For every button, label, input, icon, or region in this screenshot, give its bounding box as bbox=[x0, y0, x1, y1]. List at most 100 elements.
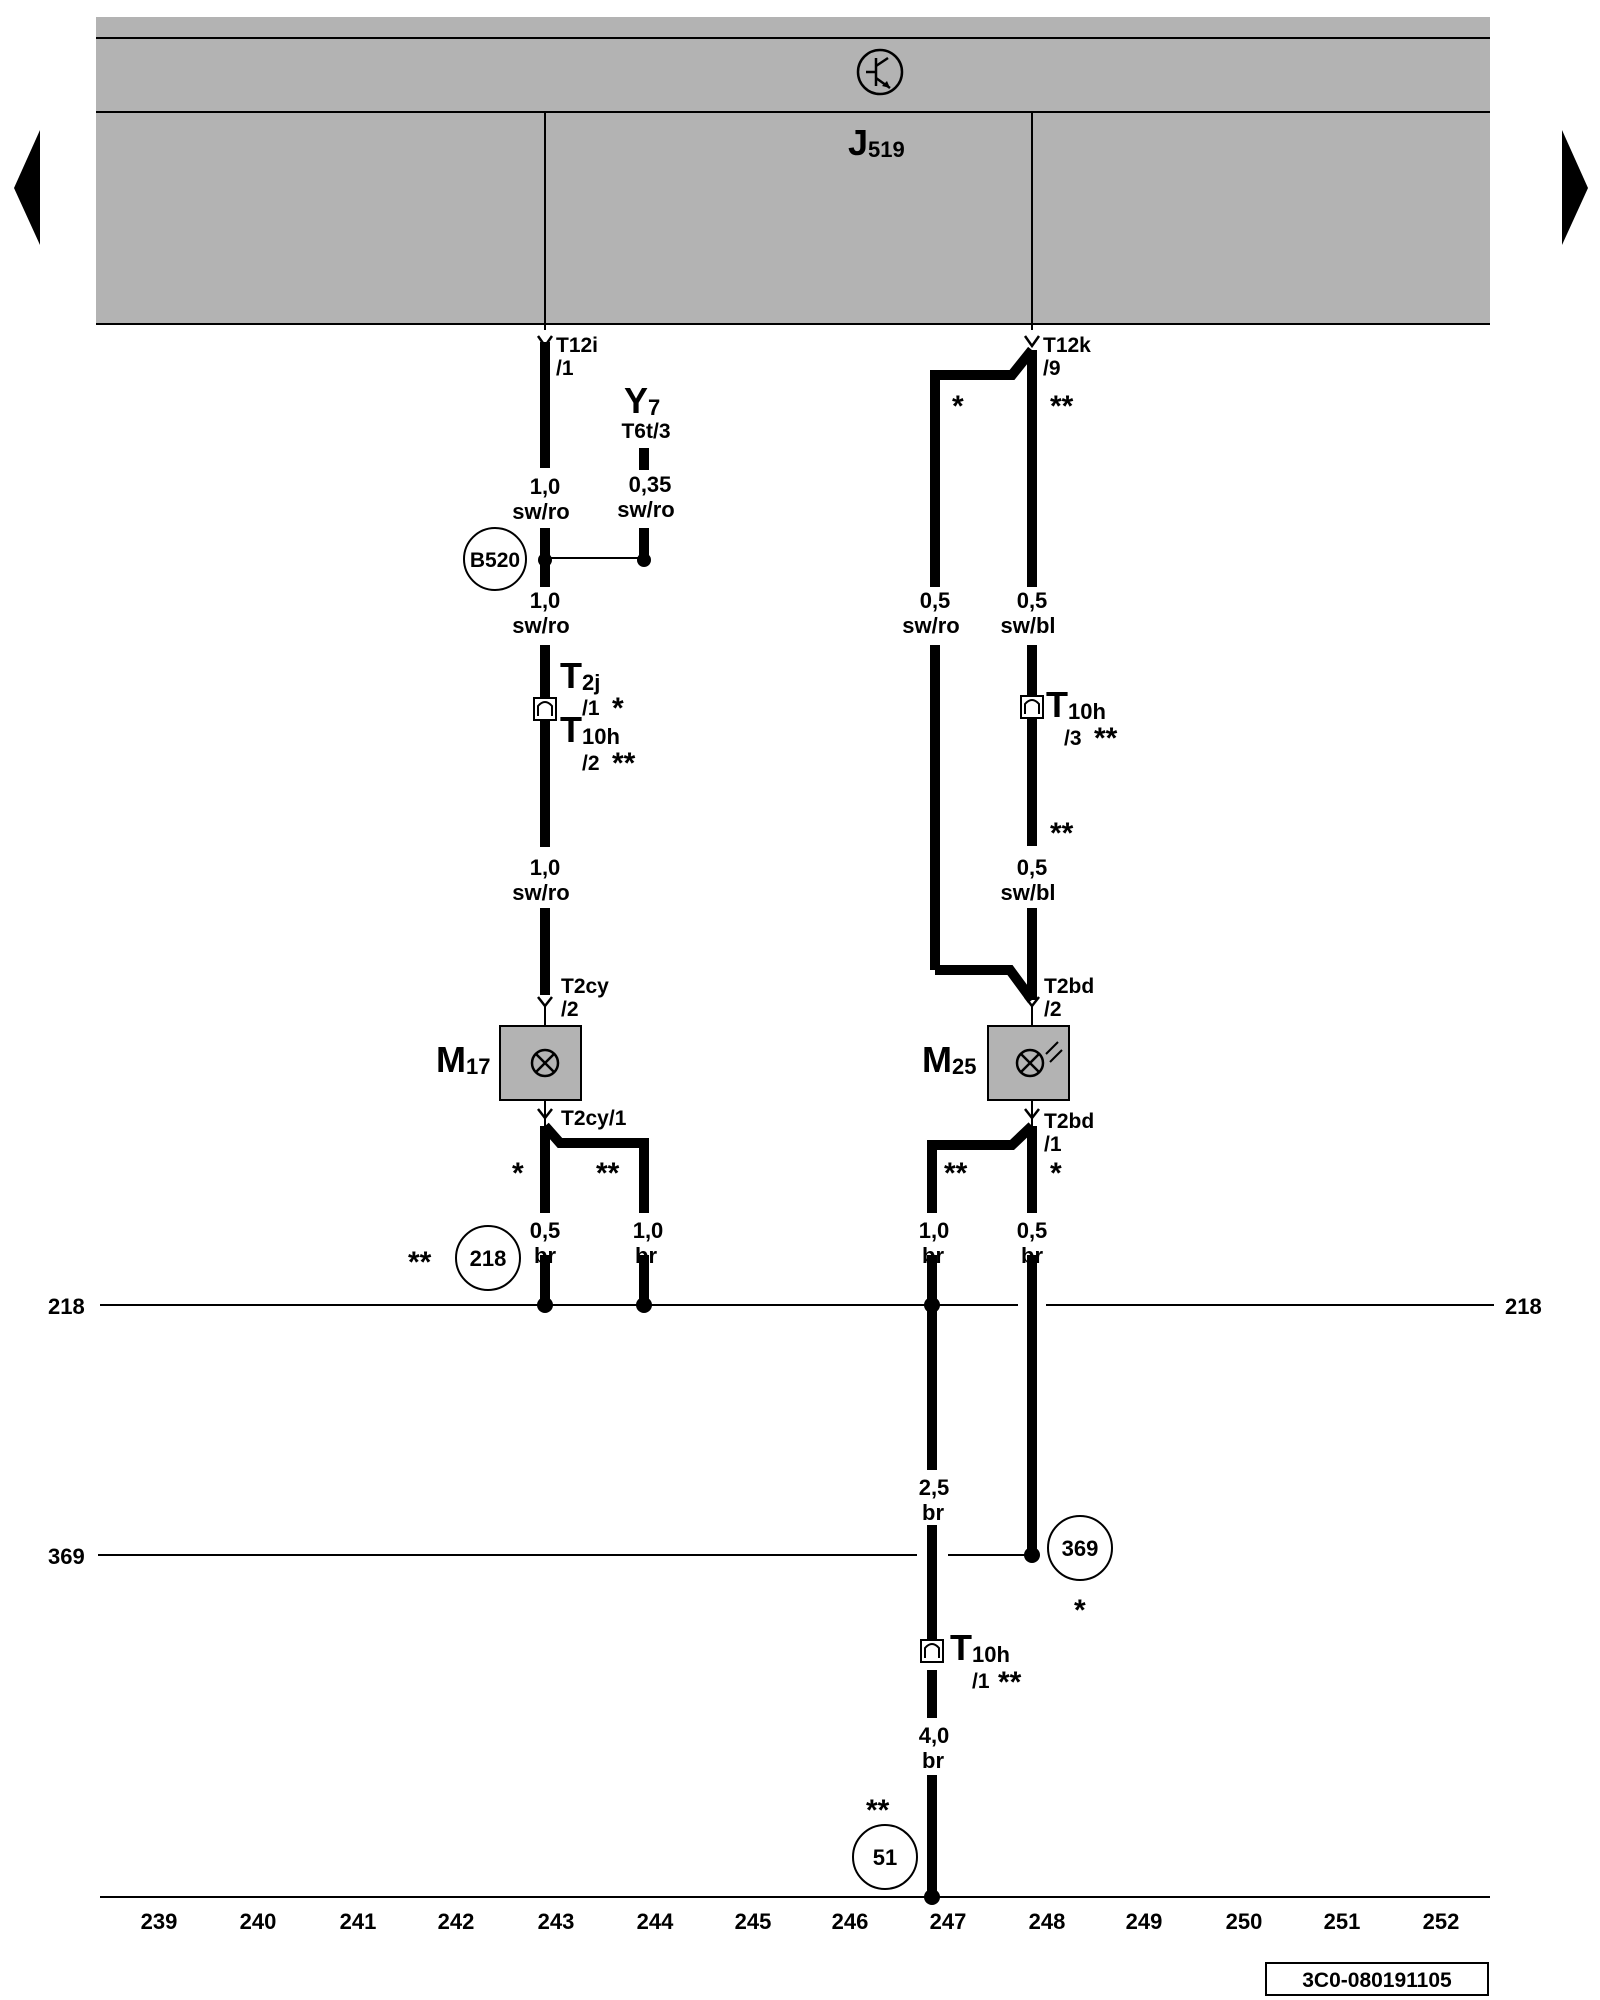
grid-number: 251 bbox=[1324, 1909, 1361, 1934]
wire-color: br bbox=[635, 1243, 657, 1268]
point-218-circle bbox=[455, 1225, 521, 1291]
grid-number: 241 bbox=[340, 1909, 377, 1934]
variant-mark: ** bbox=[1050, 817, 1074, 850]
connector-t2j-pin: /1 bbox=[582, 697, 600, 720]
connector-t2bd1-pin: /1 bbox=[1044, 1133, 1062, 1156]
grid-number: 240 bbox=[240, 1909, 277, 1934]
wire-size: 0,5 bbox=[530, 1218, 561, 1243]
connector-t10h-bottom-label: T10h bbox=[950, 1627, 1010, 1668]
rail-218-left-label: 218 bbox=[48, 1294, 85, 1319]
bulb-icon bbox=[530, 1048, 560, 1078]
connector-t2j-icon bbox=[533, 697, 557, 760]
wire-bundle-right bbox=[927, 346, 1037, 1897]
wire-size: 0,5 bbox=[920, 588, 951, 613]
point-369-circle bbox=[1047, 1515, 1113, 1581]
wire-color: sw/bl bbox=[1000, 880, 1055, 905]
bulb-icon bbox=[1015, 1048, 1045, 1078]
grid-number: 243 bbox=[538, 1909, 575, 1934]
wire-color: sw/ro bbox=[902, 613, 959, 638]
wire-size: 0,5 bbox=[1017, 855, 1048, 880]
wire-color: sw/ro bbox=[512, 613, 569, 638]
wire-color: br bbox=[1021, 1243, 1043, 1268]
variant-mark: ** bbox=[1050, 390, 1074, 423]
motor-m25-label: M25 bbox=[922, 1039, 976, 1080]
variant-mark: ** bbox=[998, 1666, 1022, 1699]
grid-number: 239 bbox=[141, 1909, 178, 1934]
grid-number: 246 bbox=[832, 1909, 869, 1934]
connector-t10h-right-pin: /3 bbox=[1064, 727, 1082, 750]
point-b520-circle bbox=[463, 527, 527, 591]
point-51-label: 51 bbox=[873, 1845, 897, 1870]
rail-218-right-label: 218 bbox=[1505, 1294, 1542, 1319]
grid-number: 249 bbox=[1126, 1909, 1163, 1934]
wire-size: 0,35 bbox=[629, 472, 672, 497]
variant-mark: * bbox=[952, 390, 964, 423]
variant-mark: * bbox=[1050, 1157, 1062, 1190]
variant-mark: ** bbox=[866, 1794, 890, 1827]
wire-size: 1,0 bbox=[530, 855, 561, 880]
connector-t2cy-label: T2cy bbox=[561, 975, 609, 998]
grid-number: 244 bbox=[637, 1909, 674, 1934]
wire-color: sw/ro bbox=[512, 499, 569, 524]
connector-t10h-bottom-pin: /1 bbox=[972, 1670, 990, 1693]
motor-m17 bbox=[499, 1025, 582, 1101]
connector-t12i-label: T12i bbox=[556, 334, 598, 357]
grid-number: 250 bbox=[1226, 1909, 1263, 1934]
next-page-arrow-icon[interactable] bbox=[1562, 130, 1588, 245]
wire-color: br bbox=[534, 1243, 556, 1268]
connector-t12k-pin: /9 bbox=[1043, 357, 1061, 380]
grid-number: 247 bbox=[930, 1909, 967, 1934]
wire-size: 1,0 bbox=[530, 474, 561, 499]
wire-size: 2,5 bbox=[919, 1475, 950, 1500]
wire-size: 0,5 bbox=[1017, 588, 1048, 613]
wire-color: br bbox=[922, 1243, 944, 1268]
control-unit-j519 bbox=[96, 17, 1490, 323]
wire-color: sw/ro bbox=[512, 880, 569, 905]
motor-m25 bbox=[987, 1025, 1070, 1101]
wire-color: br bbox=[922, 1748, 944, 1773]
doc-id-box bbox=[1265, 1962, 1489, 1996]
grid-number: 242 bbox=[438, 1909, 475, 1934]
connector-t2cy1-label: T2cy/1 bbox=[561, 1107, 627, 1130]
variant-mark: ** bbox=[1094, 722, 1118, 755]
point-218-label: 218 bbox=[470, 1246, 507, 1271]
variant-mark: * bbox=[612, 692, 624, 725]
connector-t2bd-pin: /2 bbox=[1044, 998, 1062, 1021]
motor-m17-label: M17 bbox=[436, 1039, 490, 1080]
wire-color: sw/ro bbox=[617, 497, 674, 522]
wire-size: 4,0 bbox=[919, 1723, 950, 1748]
component-y7-label: Y7 bbox=[624, 380, 660, 421]
connector-t10h-right-icon bbox=[1020, 695, 1044, 719]
connector-t2j-label: T2j bbox=[560, 655, 600, 696]
wire-color: br bbox=[922, 1500, 944, 1525]
transistor-icon bbox=[856, 48, 904, 96]
variant-mark: ** bbox=[596, 1157, 620, 1190]
variant-mark: ** bbox=[408, 1246, 432, 1279]
wire-color: sw/bl bbox=[1000, 613, 1055, 638]
connector-t10h-right-label: T10h bbox=[1046, 684, 1106, 725]
connector-t2bd1-label: T2bd bbox=[1044, 1110, 1094, 1133]
variant-mark: ** bbox=[944, 1157, 968, 1190]
variant-mark: * bbox=[1074, 1594, 1086, 1627]
wire-size: 1,0 bbox=[633, 1218, 664, 1243]
splice-dots bbox=[537, 553, 1040, 1905]
point-369-label: 369 bbox=[1062, 1536, 1099, 1561]
doc-id: 3C0-080191105 bbox=[1302, 1969, 1452, 1992]
control-unit-label: J519 bbox=[848, 122, 905, 163]
wire-size: 1,0 bbox=[919, 1218, 950, 1243]
variant-mark: * bbox=[512, 1157, 524, 1190]
wire-size: 0,5 bbox=[1017, 1218, 1048, 1243]
connector-t12k-label: T12k bbox=[1043, 334, 1091, 357]
wire-size: 1,0 bbox=[530, 588, 561, 613]
point-51-circle bbox=[852, 1824, 918, 1890]
point-b520-label: B520 bbox=[470, 549, 520, 572]
grid-number: 252 bbox=[1423, 1909, 1460, 1934]
connector-t12i-pin: /1 bbox=[556, 357, 574, 380]
connector-t10h-left-label: T10h bbox=[560, 709, 620, 750]
grid-number: 245 bbox=[735, 1909, 772, 1934]
rail-369-label: 369 bbox=[48, 1544, 85, 1569]
prev-page-arrow-icon[interactable] bbox=[14, 130, 40, 245]
connector-t2cy-pin: /2 bbox=[561, 998, 579, 1021]
